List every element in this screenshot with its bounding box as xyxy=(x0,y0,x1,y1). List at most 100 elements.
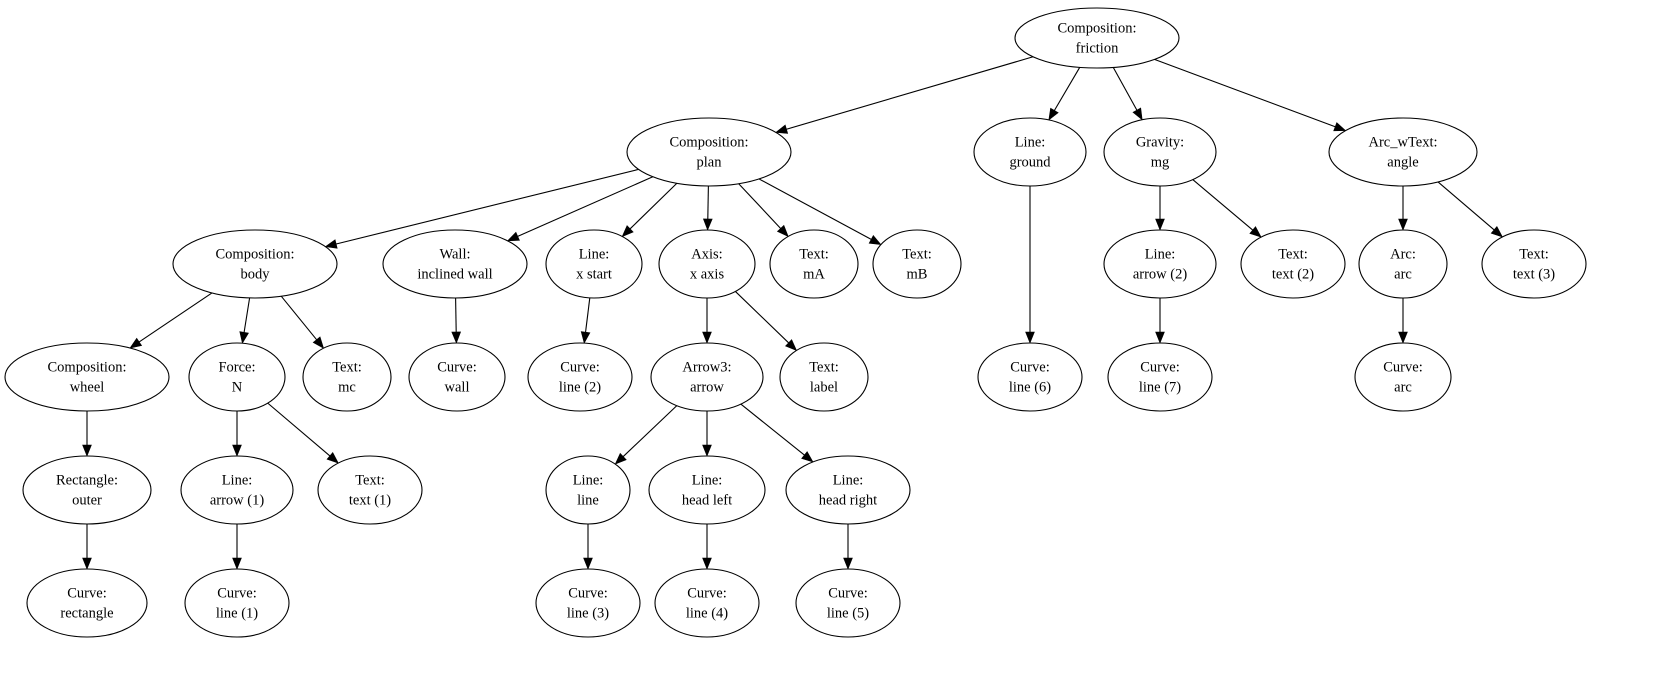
graph-node-line6[interactable]: Curve:line (6) xyxy=(977,342,1083,412)
graph-node-line1[interactable]: Curve:line (1) xyxy=(184,568,290,638)
node-ellipse[interactable] xyxy=(795,568,901,638)
node-ellipse[interactable] xyxy=(1107,342,1213,412)
edge-line xyxy=(1192,179,1254,231)
node-ellipse[interactable] xyxy=(4,342,170,412)
node-ellipse[interactable] xyxy=(1014,7,1180,69)
graph-node-mB[interactable]: Text:mB xyxy=(872,229,962,299)
node-ellipse[interactable] xyxy=(1103,117,1217,187)
nodes-layer: Composition:frictionComposition:planLine… xyxy=(4,7,1587,638)
graph-edge xyxy=(614,405,678,465)
node-ellipse[interactable] xyxy=(302,342,392,412)
node-ellipse[interactable] xyxy=(527,342,633,412)
node-label-type: Gravity: xyxy=(1136,134,1184,150)
graph-node-mg[interactable]: Gravity: mg xyxy=(1103,117,1217,187)
node-label-name: text (1) xyxy=(349,492,391,508)
graph-edge xyxy=(1398,298,1408,344)
node-label-type: Curve: xyxy=(568,585,607,601)
node-ellipse[interactable] xyxy=(382,229,528,299)
edge-line xyxy=(786,56,1034,130)
node-ellipse[interactable] xyxy=(26,568,148,638)
graph-node-inclinedwall[interactable]: Wall:inclined wall xyxy=(382,229,528,299)
node-ellipse[interactable] xyxy=(1240,229,1346,299)
graph-node-text2[interactable]: Text:text (2) xyxy=(1240,229,1346,299)
node-ellipse[interactable] xyxy=(626,117,792,187)
node-ellipse[interactable] xyxy=(1358,229,1448,299)
node-label-type: Curve: xyxy=(828,585,867,601)
graph-node-arrow3[interactable]: Arrow3:arrow xyxy=(650,342,764,412)
node-label-name: mB xyxy=(907,266,928,282)
node-label-type: Line: xyxy=(692,472,723,488)
node-label-type: Text: xyxy=(332,359,362,375)
graph-node-arrow1[interactable]: Line:arrow (1) xyxy=(180,455,294,525)
graph-node-mA[interactable]: Text: mA xyxy=(769,229,859,299)
node-ellipse[interactable] xyxy=(545,229,643,299)
node-ellipse[interactable] xyxy=(317,455,423,525)
graph-edge xyxy=(702,524,712,570)
node-ellipse[interactable] xyxy=(977,342,1083,412)
node-ellipse[interactable] xyxy=(785,455,911,525)
graph-node-xaxis[interactable]: Axis:x axis xyxy=(658,229,756,299)
node-ellipse[interactable] xyxy=(1481,229,1587,299)
edge-line xyxy=(1437,181,1495,231)
edges-layer xyxy=(82,56,1504,570)
graph-node-angle[interactable]: Arc_wText:angle xyxy=(1328,117,1478,187)
graph-node-xstart[interactable]: Line:x start xyxy=(545,229,643,299)
edge-arrowhead-icon xyxy=(843,557,853,570)
node-label-type: Curve: xyxy=(1140,359,1179,375)
node-label-type: Text: xyxy=(799,246,829,262)
graph-node-line5[interactable]: Curve:line (5) xyxy=(795,568,901,638)
node-ellipse[interactable] xyxy=(973,117,1087,187)
node-ellipse[interactable] xyxy=(1328,117,1478,187)
graph-node-line3[interactable]: Curve:line (3) xyxy=(535,568,641,638)
node-label-name: x axis xyxy=(690,266,725,282)
node-ellipse[interactable] xyxy=(188,342,286,412)
graph-node-arrow2[interactable]: Line:arrow (2) xyxy=(1103,229,1217,299)
node-ellipse[interactable] xyxy=(769,229,859,299)
graph-node-headleft[interactable]: Line:head left xyxy=(648,455,766,525)
graph-edge xyxy=(82,524,92,570)
node-label-name: mg xyxy=(1151,154,1170,170)
node-ellipse[interactable] xyxy=(1354,342,1452,412)
node-ellipse[interactable] xyxy=(22,455,152,525)
node-ellipse[interactable] xyxy=(658,229,756,299)
graph-node-friction[interactable]: Composition:friction xyxy=(1014,7,1180,69)
graph-node-wheel[interactable]: Composition:wheel xyxy=(4,342,170,412)
node-ellipse[interactable] xyxy=(408,342,506,412)
graph-node-line2[interactable]: Curve:line (2) xyxy=(527,342,633,412)
graph-node-plan[interactable]: Composition:plan xyxy=(626,117,792,187)
node-ellipse[interactable] xyxy=(648,455,766,525)
node-label-type: Line: xyxy=(573,472,604,488)
graph-node-line7[interactable]: Curve:line (7) xyxy=(1107,342,1213,412)
graph-node-line4[interactable]: Curve:line (4) xyxy=(654,568,760,638)
graph-node-ground[interactable]: Line:ground xyxy=(973,117,1087,187)
graph-node-label[interactable]: Text:label xyxy=(779,342,869,412)
edge-arrowhead-icon xyxy=(583,557,593,570)
edge-arrowhead-icon xyxy=(776,224,789,238)
node-ellipse[interactable] xyxy=(535,568,641,638)
node-ellipse[interactable] xyxy=(650,342,764,412)
graph-node-mc[interactable]: Text:mc xyxy=(302,342,392,412)
graph-node-forceN[interactable]: Force:N xyxy=(188,342,286,412)
graph-node-headright[interactable]: Line:head right xyxy=(785,455,911,525)
node-ellipse[interactable] xyxy=(654,568,760,638)
node-label-name: mA xyxy=(803,266,825,282)
node-ellipse[interactable] xyxy=(1103,229,1217,299)
graph-node-text3[interactable]: Text:text (3) xyxy=(1481,229,1587,299)
graph-node-arc[interactable]: Arc:arc xyxy=(1358,229,1448,299)
node-ellipse[interactable] xyxy=(545,455,631,525)
graph-node-rectangle[interactable]: Curve:rectangle xyxy=(26,568,148,638)
graph-node-lineline[interactable]: Line:line xyxy=(545,455,631,525)
node-label-name: text (2) xyxy=(1272,266,1314,282)
graph-node-outer[interactable]: Rectangle:outer xyxy=(22,455,152,525)
graph-node-body[interactable]: Composition:body xyxy=(172,229,338,299)
node-ellipse[interactable] xyxy=(779,342,869,412)
node-label-type: Text: xyxy=(1519,246,1549,262)
graph-node-text1[interactable]: Text:text (1) xyxy=(317,455,423,525)
node-ellipse[interactable] xyxy=(872,229,962,299)
graph-node-wall[interactable]: Curve:wall xyxy=(408,342,506,412)
node-label-name: outer xyxy=(72,492,102,508)
node-ellipse[interactable] xyxy=(172,229,338,299)
node-ellipse[interactable] xyxy=(180,455,294,525)
graph-node-curvearc[interactable]: Curve:arc xyxy=(1354,342,1452,412)
node-ellipse[interactable] xyxy=(184,568,290,638)
